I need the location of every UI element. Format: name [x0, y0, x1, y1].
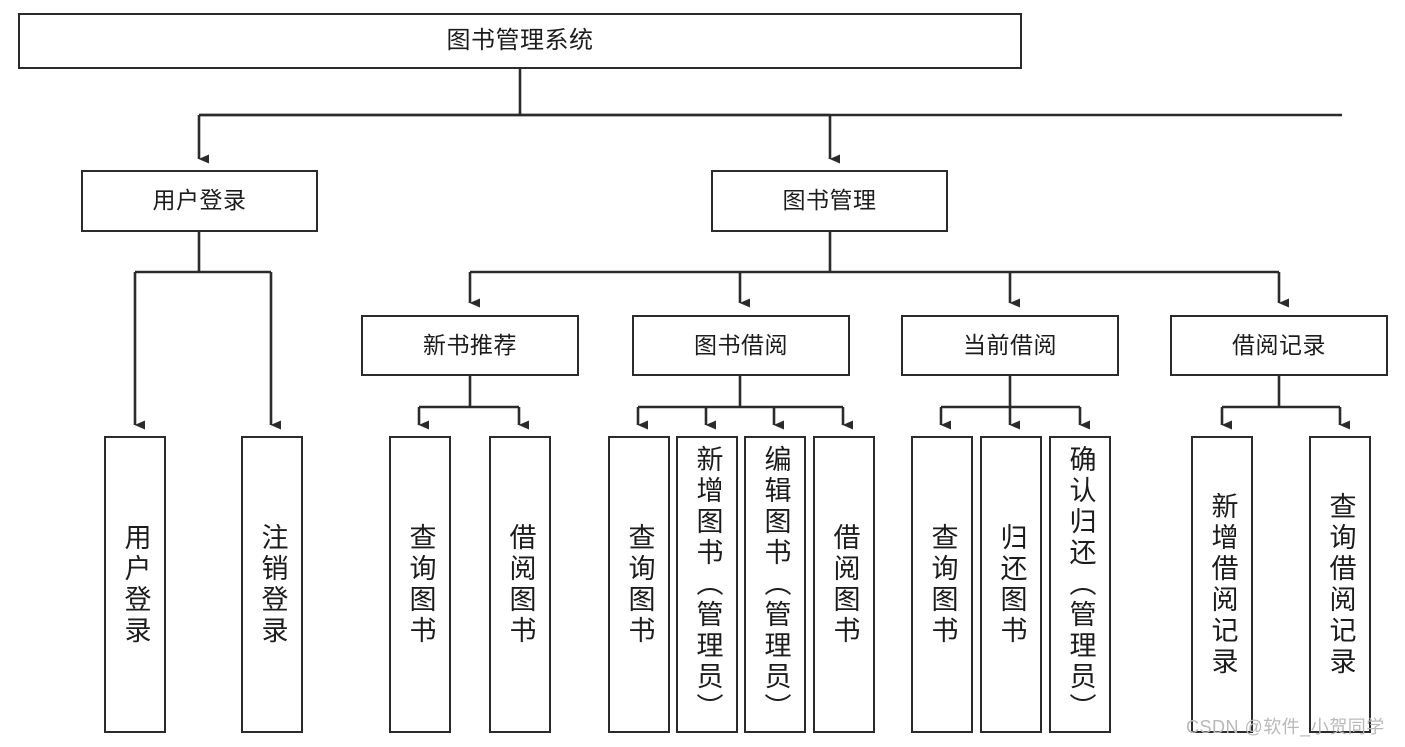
- leaf-user-login-label: 用户登录: [120, 522, 151, 647]
- leaf-add-borrow-record[interactable]: 新增借阅记录: [1191, 436, 1253, 733]
- leaf-return-book-label: 归还图书: [996, 522, 1027, 647]
- leaf-current-query-book-label: 查询图书: [927, 522, 958, 647]
- leaf-query-borrow-record-label: 查询借阅记录: [1325, 491, 1356, 678]
- node-current-borrow-label: 当前借阅: [963, 331, 1057, 358]
- node-root-label: 图书管理系统: [446, 26, 594, 54]
- leaf-logout[interactable]: 注销登录: [241, 436, 303, 733]
- leaf-borrow-book[interactable]: 借阅图书: [813, 436, 875, 733]
- leaf-recommend-borrow-book[interactable]: 借阅图书: [489, 436, 551, 733]
- leaf-confirm-return-admin-label: 确认归还（管理员）: [1065, 445, 1096, 724]
- node-borrow-record-label: 借阅记录: [1232, 331, 1326, 358]
- node-user-login-label: 用户登录: [152, 187, 247, 214]
- node-user-login[interactable]: 用户登录: [81, 170, 318, 232]
- leaf-user-login[interactable]: 用户登录: [104, 436, 166, 733]
- node-root[interactable]: 图书管理系统: [18, 13, 1022, 69]
- node-book-borrow[interactable]: 图书借阅: [632, 315, 850, 376]
- leaf-borrow-query-book-label: 查询图书: [624, 522, 655, 647]
- node-borrow-record[interactable]: 借阅记录: [1170, 315, 1388, 376]
- leaf-recommend-query-book[interactable]: 查询图书: [389, 436, 451, 733]
- node-current-borrow[interactable]: 当前借阅: [901, 315, 1119, 376]
- node-new-book-recommend-label: 新书推荐: [423, 331, 517, 358]
- leaf-logout-label: 注销登录: [257, 522, 288, 647]
- leaf-add-book-admin[interactable]: 新增图书（管理员）: [676, 436, 738, 733]
- node-new-book-recommend[interactable]: 新书推荐: [361, 315, 579, 376]
- leaf-edit-book-admin-label: 编辑图书（管理员）: [760, 445, 791, 724]
- leaf-add-book-admin-label: 新增图书（管理员）: [692, 445, 723, 724]
- leaf-borrow-book-label: 借阅图书: [829, 522, 860, 647]
- node-book-borrow-label: 图书借阅: [694, 331, 788, 358]
- watermark: CSDN @软件_小贺同学: [1186, 717, 1385, 737]
- leaf-recommend-borrow-book-label: 借阅图书: [505, 522, 536, 647]
- leaf-edit-book-admin[interactable]: 编辑图书（管理员）: [744, 436, 806, 733]
- node-book-management[interactable]: 图书管理: [711, 170, 948, 232]
- leaf-add-borrow-record-label: 新增借阅记录: [1207, 491, 1238, 678]
- leaf-recommend-query-book-label: 查询图书: [405, 522, 436, 647]
- leaf-return-book[interactable]: 归还图书: [980, 436, 1042, 733]
- leaf-borrow-query-book[interactable]: 查询图书: [608, 436, 670, 733]
- leaf-query-borrow-record[interactable]: 查询借阅记录: [1309, 436, 1371, 733]
- leaf-confirm-return-admin[interactable]: 确认归还（管理员）: [1049, 436, 1111, 733]
- node-book-management-label: 图书管理: [782, 187, 877, 214]
- leaf-current-query-book[interactable]: 查询图书: [911, 436, 973, 733]
